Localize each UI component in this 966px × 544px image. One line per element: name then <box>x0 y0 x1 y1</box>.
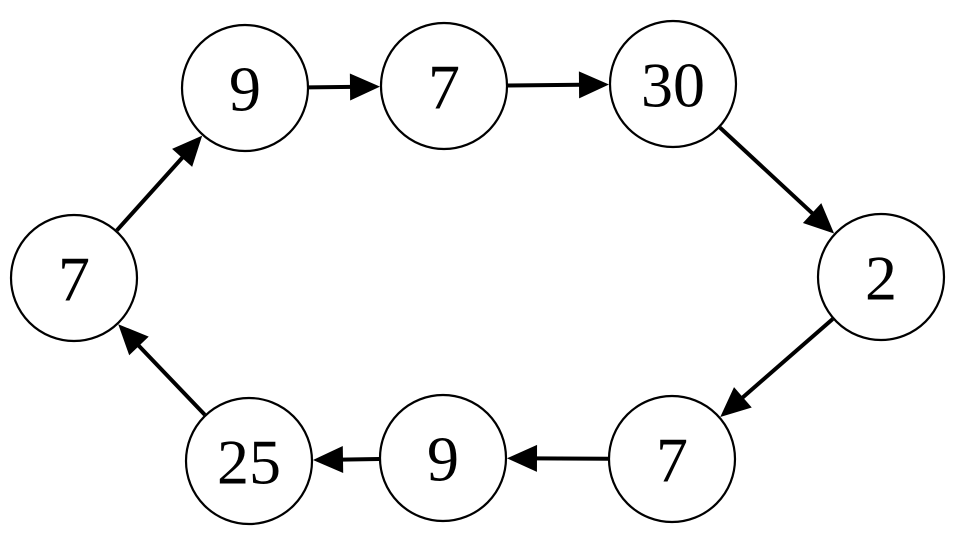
node-circle <box>816 212 946 342</box>
graph-node[interactable]: 30 <box>608 19 738 149</box>
nodes-layer: 7 9 7 30 2 7 9 25 <box>9 19 946 526</box>
arrowhead-icon <box>349 73 380 101</box>
node-circle <box>379 21 509 151</box>
arrowhead-icon <box>172 135 203 167</box>
edge-line <box>740 317 835 401</box>
edge-n4-to-n5[interactable] <box>718 126 835 234</box>
edge-n8-to-n1[interactable] <box>118 324 207 417</box>
edge-n7-to-n8[interactable] <box>312 446 380 474</box>
graph-node[interactable]: 9 <box>180 23 310 153</box>
edge-line <box>507 82 582 88</box>
edge-n2-to-n3[interactable] <box>308 73 380 101</box>
node-circle <box>608 19 738 149</box>
graph-node[interactable]: 9 <box>378 393 508 523</box>
node-circle <box>180 23 310 153</box>
node-circle <box>9 213 139 343</box>
node-label: 7 <box>656 425 688 496</box>
node-label: 7 <box>58 244 90 315</box>
graph-node[interactable]: 7 <box>379 21 509 151</box>
arrowhead-icon <box>720 387 752 417</box>
node-label: 9 <box>229 54 261 125</box>
edge-line <box>115 155 185 232</box>
arrowhead-icon <box>312 446 344 474</box>
edge-n5-to-n6[interactable] <box>720 317 835 417</box>
graph-node[interactable]: 2 <box>816 212 946 342</box>
graph-node[interactable]: 7 <box>607 394 737 524</box>
graph-node[interactable]: 25 <box>184 396 314 526</box>
arrowhead-icon <box>578 71 609 99</box>
edge-line <box>718 126 815 216</box>
node-circle <box>378 393 508 523</box>
node-label: 30 <box>641 50 705 121</box>
edge-line <box>340 456 380 462</box>
node-label: 2 <box>865 243 897 314</box>
graph-node[interactable]: 7 <box>9 213 139 343</box>
arrowhead-icon <box>802 203 835 234</box>
edge-line <box>136 343 207 417</box>
node-circle <box>607 394 737 524</box>
edge-n1-to-n2[interactable] <box>115 135 203 232</box>
node-label: 25 <box>217 427 281 498</box>
arrowhead-icon <box>118 324 149 356</box>
arrowhead-icon <box>507 444 538 472</box>
edge-n6-to-n7[interactable] <box>507 444 609 472</box>
node-label: 9 <box>427 424 459 495</box>
node-label: 7 <box>428 52 460 123</box>
node-circle <box>184 396 314 526</box>
edge-n3-to-n4[interactable] <box>507 71 609 99</box>
edges-layer <box>115 71 835 474</box>
